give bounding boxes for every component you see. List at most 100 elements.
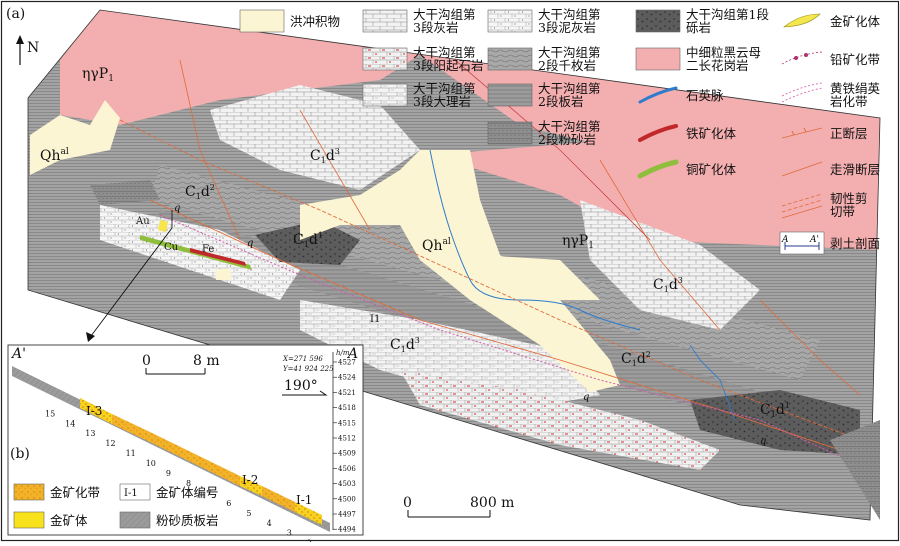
north-arrow: N: [16, 35, 39, 65]
map-scale-bar: 0 800 m: [403, 495, 514, 518]
ore-zone-c: [262, 486, 295, 512]
limestone-east: [580, 200, 760, 330]
elevation-tick-label: 4500: [338, 495, 356, 503]
alluvium-west: [30, 100, 120, 175]
legend-label: 2段板岩: [538, 94, 583, 109]
legend-label: 大干沟组第: [413, 45, 476, 60]
c1d3-label-e: C1d3: [653, 276, 683, 294]
granite-contact: [419, 29, 651, 241]
c1d2-label-se: C1d2: [621, 350, 651, 368]
legend-label: 3段阳起石岩: [413, 58, 483, 73]
legend-label: 2段粉砂岩: [538, 132, 596, 147]
quartz-label-2: q: [247, 238, 253, 249]
quartz-label-4: q: [760, 436, 766, 447]
profile-legend-swatch: [119, 483, 151, 501]
strike-slip-fault-n: [179, 59, 241, 241]
legend-item-alluvium: 洪冲积物: [239, 9, 340, 33]
legend-profile-symbol-a: A: [781, 235, 789, 245]
legend-swatch-quartz-vein: [638, 86, 678, 104]
conglomerate-east: [690, 390, 860, 455]
legend-label: 切带: [830, 204, 855, 219]
quartz-label-1: q: [174, 203, 180, 214]
azimuth-arrow: [282, 390, 328, 396]
legend-label: 剥土剖面: [830, 236, 880, 251]
elevation-tick-label: 4524: [338, 374, 356, 382]
legend-label: 韧性剪: [830, 191, 868, 206]
station-number: 6: [226, 499, 231, 508]
inset-frame: [7, 344, 364, 536]
body-label-i1: I-1: [296, 493, 312, 507]
profile-legend-label: 金矿体: [50, 513, 88, 528]
azimuth-label: 190°: [284, 378, 318, 394]
legend-item-strike-slip: 走滑断层: [781, 161, 880, 177]
body-label-i2: I-2: [242, 473, 258, 487]
legend-swatch-pyrite-zone: [781, 82, 823, 103]
stripping-profile-inset: A' A (b) I-3 I-2 I-1 0 8 m X=271 596 Y=4…: [7, 344, 364, 546]
ore-body-i3: [80, 398, 112, 424]
legend-swatch-marble3: [362, 83, 408, 107]
legend-label: 石英脉: [686, 88, 724, 103]
elevation-tick-label: 4497: [338, 511, 356, 519]
legend-item-copper-ore: 铜矿化体: [637, 159, 737, 179]
profile-scale-bar: 0 8 m: [142, 353, 220, 375]
map-se-corner: [830, 420, 880, 520]
station-number: 5: [246, 509, 251, 518]
alluvium-central-branch: [480, 255, 600, 300]
legend-swatch-siltstone2: [487, 121, 533, 145]
legend-item-iron-ore: 铁矿化体: [638, 124, 737, 142]
legend-swatch-granite: [635, 47, 681, 71]
profile-legend-label: 金矿化带: [50, 485, 100, 500]
station-number: 7: [206, 489, 211, 498]
quartz-vein-east: [689, 344, 736, 421]
legend-label: 铁矿化体: [686, 126, 737, 141]
au-label: Au: [135, 216, 150, 227]
legend-swatch-iron-ore: [638, 124, 678, 142]
legend-swatch-profile: A A': [779, 231, 825, 255]
station-number: 11: [126, 449, 136, 458]
legend-profile-symbol-a-prime: A': [809, 235, 819, 245]
legend-swatch-actinolite3: [362, 47, 408, 71]
station-number: 13: [85, 429, 95, 438]
station-number: 10: [146, 459, 156, 468]
profile-scale-end: 8 m: [193, 353, 220, 369]
legend-label: 2段千枚岩: [538, 58, 596, 73]
profile-legend-silt-slate: 粉砂质板岩: [119, 511, 219, 529]
coord-x: X=271 596: [282, 355, 323, 363]
legend-label: 洪冲积物: [290, 14, 340, 29]
alluvium-label-w: Qhal: [40, 147, 69, 164]
station-number: 3: [287, 529, 292, 538]
strike-slip-fault-e: [599, 159, 721, 331]
iron-ore-body: [190, 248, 246, 266]
legend-swatch-normal-fault: [781, 127, 823, 139]
legend-swatch-ductile-shear: [781, 193, 823, 219]
coord-y: Y=41 924 225: [283, 365, 334, 373]
granite-label-nw: ηγP1: [82, 66, 114, 84]
normal-fault-e: [759, 299, 861, 396]
legend-label: 铜矿化体: [686, 162, 737, 177]
map-scale-end: 800 m: [470, 495, 514, 511]
elevation-tick-label: 4503: [338, 480, 356, 488]
strike-slip-fault-c: [299, 109, 371, 231]
conglomerate-central: [255, 220, 360, 265]
profile-legend-label: 金矿体编号: [156, 485, 219, 500]
profile-label-a: A: [346, 346, 358, 362]
legend-label: 走滑断层: [830, 162, 880, 177]
legend-swatch-strike-slip: [781, 161, 823, 177]
legend-label: 中细粒黑云母: [686, 45, 761, 60]
profile-legend-symbol: I-1: [124, 488, 138, 499]
legend-label: 大干沟组第: [538, 7, 601, 22]
profile-legend-label: 粉砂质板岩: [156, 513, 219, 528]
legend-label: 大干沟组第: [538, 119, 601, 134]
legend-label: 大干沟组第: [538, 45, 601, 60]
map-scale-zero: 0: [403, 495, 412, 511]
ore-body-i1: [295, 502, 322, 525]
legend-label: 3段灰岩: [413, 20, 458, 35]
legend-label: 大干沟组第1段: [686, 7, 769, 22]
